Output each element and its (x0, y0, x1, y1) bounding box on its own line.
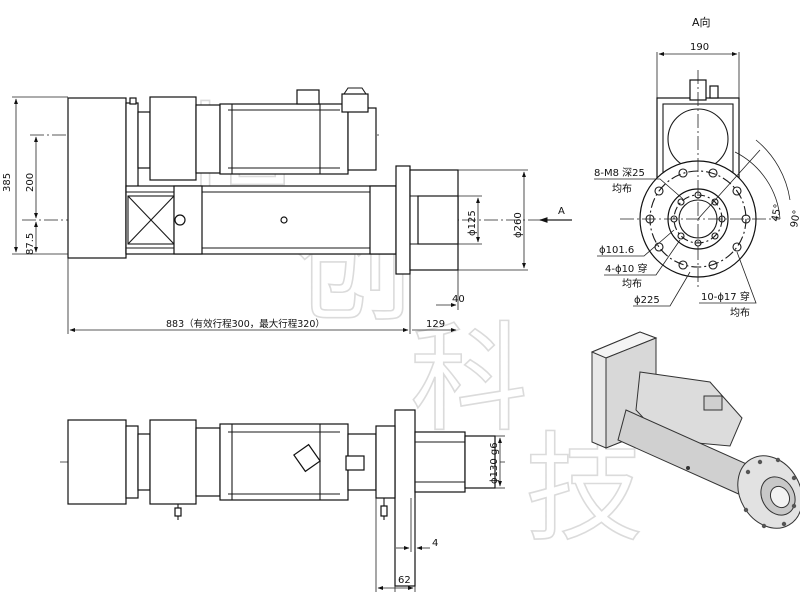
front-view (22, 87, 545, 275)
angle-45: 45° (770, 203, 784, 222)
plan-view-dimensions: ϕ130 g6 4 62 (375, 435, 505, 592)
angle-90: 90° (789, 209, 800, 228)
plan-view (60, 409, 505, 587)
dim-len-40: 40 (452, 294, 465, 305)
note-tapped-holes-1: 8-M8 深25 (594, 167, 645, 179)
note-holes-10-1: 10-ϕ17 穿 (701, 290, 750, 303)
dim-len-62: 62 (398, 575, 411, 586)
note-holes-4-1: 4-ϕ10 穿 (605, 262, 647, 275)
a-view: A向 190 (594, 15, 800, 319)
note-bcd-225: ϕ225 (634, 295, 660, 306)
dim-height-87-5: 87.5 (25, 233, 36, 255)
note-tapped-holes-2: 均布 (612, 183, 632, 195)
outer-holes (645, 168, 751, 270)
note-holes-10-2: 均布 (730, 307, 750, 319)
dim-len-129: 129 (426, 319, 445, 330)
view-label-a: A向 (692, 15, 711, 29)
dim-height-200: 200 (25, 173, 36, 192)
dim-dia-260: ϕ260 (513, 212, 524, 238)
watermark-char-3: 科 (410, 310, 528, 448)
section-arrow-label: A (558, 206, 565, 217)
front-view-dimensions: 385 200 87.5 ϕ125 ϕ260 A 40 883（有效行程300，… (2, 96, 572, 334)
note-bcd-101-6: ϕ101.6 (599, 245, 634, 256)
dim-len-883: 883（有效行程300，最大行程320） (166, 318, 325, 330)
note-holes-4-2: 均布 (622, 278, 642, 290)
dim-dia-130-g6: ϕ130 g6 (489, 442, 500, 484)
isometric-render (590, 331, 800, 529)
inner-holes (670, 191, 726, 247)
dim-dia-125: ϕ125 (467, 210, 478, 236)
dim-height-385: 385 (2, 173, 13, 192)
dim-len-4: 4 (432, 538, 438, 549)
dim-width-190: 190 (690, 42, 709, 53)
